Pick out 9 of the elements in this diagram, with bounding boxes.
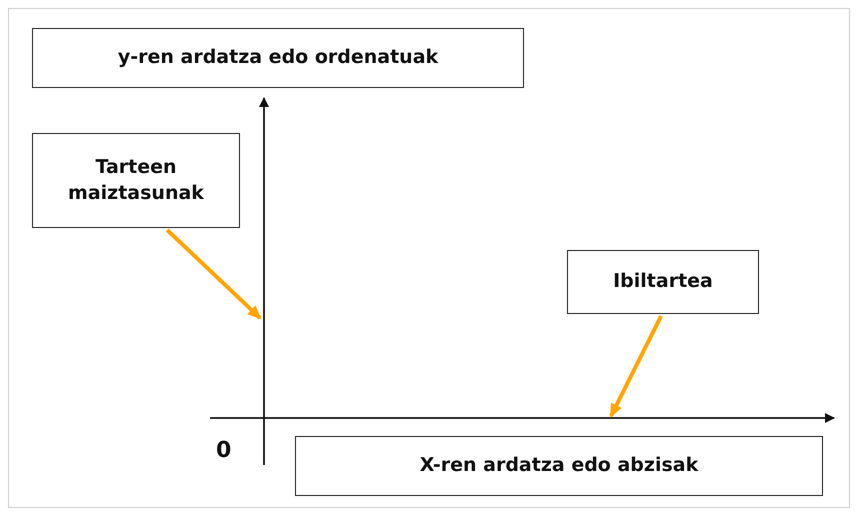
- label-box: y-ren ardatza edo ordenatuak: [32, 28, 524, 88]
- x-axis: [210, 413, 835, 423]
- label-box: Tarteen maiztasunak: [32, 133, 240, 228]
- y-axis: [259, 97, 269, 465]
- leader-arrow: [609, 315, 663, 418]
- label-box: X-ren ardatza edo abzisak: [295, 436, 823, 496]
- leader-arrow: [166, 228, 262, 320]
- origin-label: 0: [216, 438, 232, 463]
- label-box: Ibiltartea: [567, 250, 759, 314]
